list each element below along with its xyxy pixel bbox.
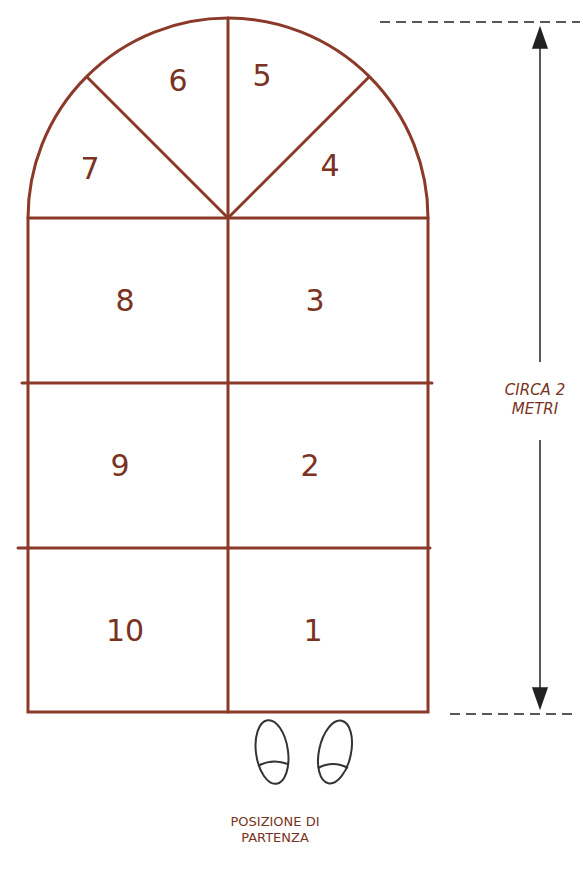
hopscotch-cell: 6 [162, 59, 194, 102]
cell-number: 9 [110, 448, 129, 483]
middle-line [227, 18, 230, 712]
hopscotch-cell: 3 [299, 279, 331, 322]
arrowhead [533, 688, 547, 708]
cross-line [18, 547, 430, 550]
dimension-line [380, 21, 580, 23]
dimension-label: CIRCA 2 METRI [492, 381, 578, 419]
dimension-arrow [539, 30, 541, 362]
hopscotch-cell: 10 [100, 609, 151, 652]
dimension-line [450, 713, 575, 715]
hopscotch-cell: 5 [246, 54, 278, 97]
shoe-heel [258, 761, 288, 766]
cell-number: 8 [115, 283, 134, 318]
diagonal-line [87, 77, 228, 218]
hopscotch-cell: 8 [109, 279, 141, 322]
hopscotch-cell: 4 [314, 144, 346, 187]
cell-number: 7 [80, 151, 99, 186]
hopscotch-outline [28, 18, 428, 712]
hopscotch-cell: 2 [294, 444, 326, 487]
shoe [313, 717, 358, 786]
cell-number: 5 [252, 58, 271, 93]
shoe-heel [318, 764, 348, 768]
dimension-arrow [539, 440, 541, 706]
cell-number: 3 [305, 283, 324, 318]
hopscotch-cell: 9 [104, 444, 136, 487]
start-label: POSIZIONE DI PARTENZA [210, 814, 340, 847]
hopscotch-cell: 1 [297, 609, 329, 652]
shoe [252, 718, 293, 786]
cell-number: 4 [320, 148, 339, 183]
arrowhead [533, 28, 547, 48]
cell-number: 6 [168, 63, 187, 98]
footprints [252, 717, 358, 786]
diagonal-line [228, 77, 369, 218]
cell-number: 1 [303, 613, 322, 648]
hopscotch-cell: 7 [74, 147, 106, 190]
cell-number: 2 [300, 448, 319, 483]
cell-number: 10 [106, 613, 144, 648]
cross-line [22, 382, 432, 385]
